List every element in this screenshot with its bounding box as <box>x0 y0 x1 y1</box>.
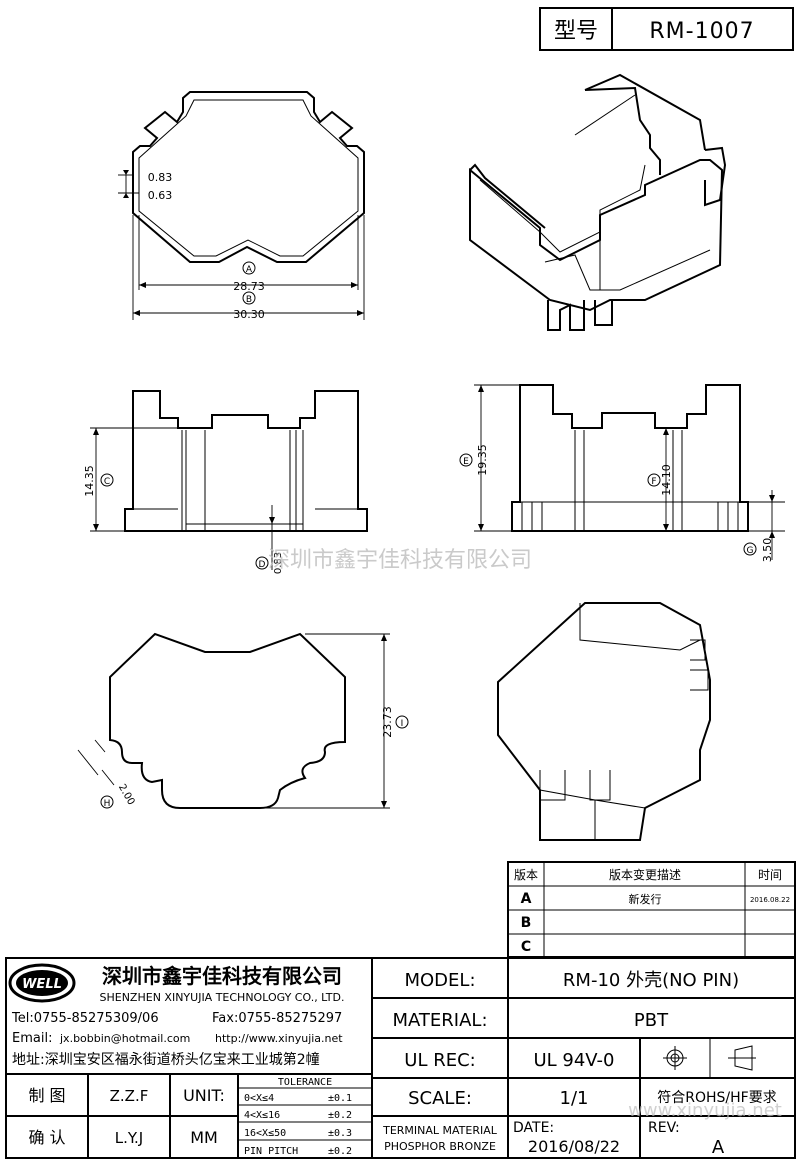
tolerance-row-4-value: ±0.2 <box>328 1146 352 1157</box>
watermark-bottom: www.xinyujia.net <box>628 1100 782 1121</box>
rev-row-a-date: 2016.08.22 <box>750 896 790 904</box>
dim-h-circle: H <box>104 799 111 809</box>
dim-f-circle: F <box>651 477 656 487</box>
dim-a-circle: A <box>246 265 253 275</box>
company-email: jx.bobbin@hotmail.com <box>59 1032 190 1045</box>
tolerance-row-1-value: ±0.1 <box>328 1093 352 1104</box>
rohs-note: 符合ROHS/HF要求 <box>657 1090 776 1106</box>
header-model-box: 型号 RM-1007 <box>539 7 794 51</box>
watermark-center: 深圳市鑫宇佳科技有限公司 <box>268 548 532 573</box>
company-fax: Fax:0755-85275297 <box>212 1011 342 1026</box>
company-name-cn: 深圳市鑫宇佳科技有限公司 <box>102 964 342 988</box>
side-view: E 19.35 F 14.10 G 3.50 <box>459 384 785 563</box>
dim-i-circle: I <box>401 719 404 729</box>
material-value: PBT <box>634 1010 669 1031</box>
tolerance-row-3-range: 16<X≤50 <box>244 1128 286 1139</box>
company-tel: Tel:0755-85275309/06 <box>11 1011 159 1026</box>
dim-e-circle: E <box>463 457 469 467</box>
date-value: 2016/08/22 <box>528 1137 620 1156</box>
dim-f-value: 14.10 <box>660 464 673 496</box>
model-value: RM-10 外壳(NO PIN) <box>563 970 739 991</box>
unit-label: UNIT: <box>183 1086 225 1105</box>
type-label: 型号 <box>554 19 598 44</box>
dim-i-value: 23.73 <box>381 706 394 738</box>
tolerance-row-1-range: 0<X≤4 <box>244 1093 274 1104</box>
model-number: RM-1007 <box>649 19 754 44</box>
dim-e-value: 19.35 <box>476 444 489 476</box>
dim-b-value: 30.30 <box>233 308 265 321</box>
isometric-view-bottom <box>497 602 711 841</box>
rev-row-a-version: A <box>521 891 532 907</box>
scale-value: 1/1 <box>560 1088 589 1109</box>
rev-row-b-version: B <box>521 915 532 931</box>
title-block: WELL 深圳市鑫宇佳科技有限公司 SHENZHEN XINYUJIA TECH… <box>5 957 796 1159</box>
model-label: MODEL: <box>404 970 475 991</box>
dim-b-circle: B <box>246 295 252 305</box>
bottom-view: 23.73 I 2.00 H <box>77 632 409 809</box>
terminal-material-label: TERMINAL MATERIAL <box>382 1124 498 1137</box>
dim-a-value: 28.73 <box>233 280 265 293</box>
ulrec-label: UL REC: <box>404 1050 475 1071</box>
tolerance-row-2-range: 4<X≤16 <box>244 1110 280 1121</box>
projection-symbol-icon <box>663 1045 756 1071</box>
wall-outer-value: 0.83 <box>148 171 173 184</box>
bottom-view-outline <box>109 632 346 809</box>
dim-c-value: 14.35 <box>83 465 96 497</box>
company-website: http://www.xinyujia.net <box>215 1032 343 1045</box>
dim-c-circle: C <box>104 477 110 487</box>
rev-header-description: 版本变更描述 <box>609 867 681 882</box>
rev-row-a-description: 新发行 <box>629 892 662 906</box>
rev-value: A <box>712 1137 725 1158</box>
top-view: 0.83 0.63 A 28.73 B 30.30 <box>118 91 365 321</box>
date-label: DATE: <box>513 1120 554 1136</box>
confirm-label: 确 认 <box>28 1128 65 1147</box>
wall-inner-value: 0.63 <box>148 189 173 202</box>
material-label: MATERIAL: <box>392 1010 487 1031</box>
dim-g-circle: G <box>747 546 754 556</box>
revision-table: 版本 版本变更描述 时间 A 新发行 2016.08.22 B C <box>507 861 796 958</box>
tolerance-row-3-value: ±0.3 <box>328 1128 352 1139</box>
dim-h-value: 2.00 <box>116 782 137 807</box>
tolerance-row-2-value: ±0.2 <box>328 1110 352 1121</box>
unit-value: MM <box>190 1128 218 1147</box>
scale-label: SCALE: <box>408 1088 472 1109</box>
ulrec-value: UL 94V-0 <box>533 1050 614 1071</box>
top-view-inner-outline <box>138 99 359 257</box>
top-view-outer-outline <box>132 91 365 263</box>
isometric-view-top <box>469 73 727 331</box>
rev-row-c-version: C <box>521 939 531 955</box>
company-email-label: Email: <box>12 1031 52 1046</box>
drawn-label: 制 图 <box>28 1086 65 1105</box>
dim-g-value: 3.50 <box>761 538 774 563</box>
front-view: 14.35 C 0.83 D <box>83 390 368 574</box>
logo-text: WELL <box>22 977 62 992</box>
tolerance-row-4-range: PIN PITCH <box>244 1146 298 1157</box>
rev-header-date: 时间 <box>758 868 782 882</box>
confirm-by: L.Y.J <box>115 1129 143 1147</box>
drawn-by: Z.Z.F <box>110 1087 149 1105</box>
rev-header-version: 版本 <box>514 868 538 882</box>
rev-label: REV: <box>648 1120 680 1136</box>
tolerance-title: TOLERANCE <box>278 1077 332 1088</box>
dim-d-circle: D <box>259 560 266 570</box>
company-name-en: SHENZHEN XINYUJIA TECHNOLOGY CO., LTD. <box>100 991 345 1004</box>
company-address: 地址:深圳宝安区福永街道桥头亿宝来工业城第2幢 <box>12 1051 320 1068</box>
dim-d-value: 0.83 <box>273 552 284 574</box>
terminal-material-value: PHOSPHOR BRONZE <box>384 1140 496 1153</box>
